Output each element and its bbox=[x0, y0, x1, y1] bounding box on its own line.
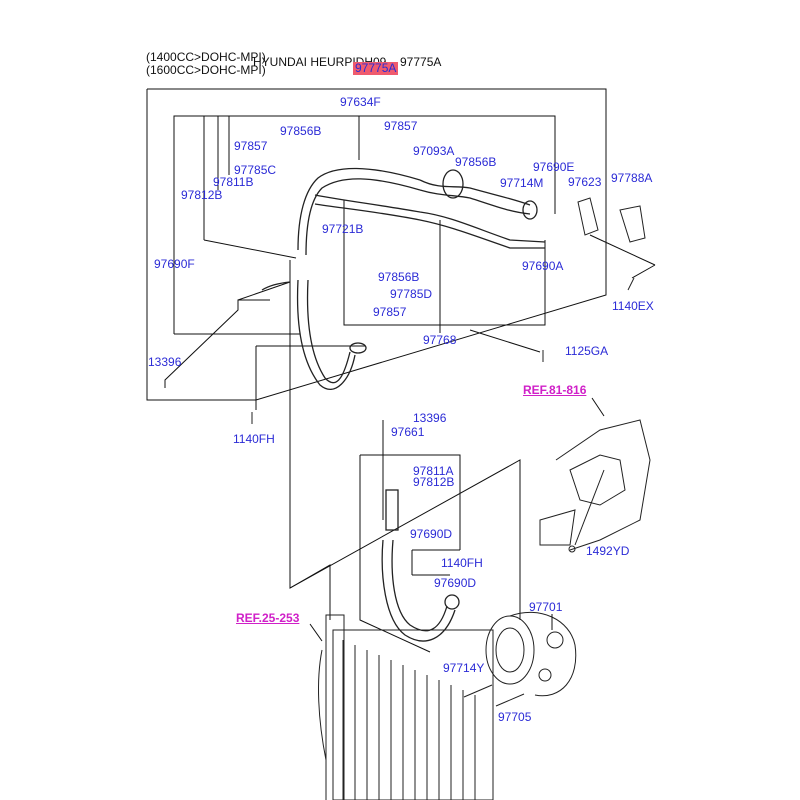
part-97785C[interactable]: 97785C bbox=[234, 163, 277, 177]
condenser bbox=[318, 614, 494, 800]
part-97768[interactable]: 97768 bbox=[423, 333, 457, 347]
assembly-code-highlight[interactable]: 97775A bbox=[353, 61, 399, 75]
part-1492YD[interactable]: 1492YD bbox=[586, 544, 630, 558]
part-97857-a[interactable]: 97857 bbox=[234, 139, 268, 153]
bolts bbox=[251, 277, 635, 707]
engine-spec-2: (1600CC>DOHC-MPI) bbox=[146, 63, 266, 77]
part-97788A[interactable]: 97788A bbox=[611, 171, 653, 185]
part-97856B-a[interactable]: 97856B bbox=[280, 124, 322, 138]
part-97811A[interactable]: 97811A bbox=[413, 464, 454, 478]
part-97701[interactable]: 97701 bbox=[529, 600, 563, 614]
part-97714Y[interactable]: 97714Y bbox=[443, 661, 485, 675]
part-97634F[interactable]: 97634F bbox=[340, 95, 381, 109]
part-13396-b[interactable]: 13396 bbox=[413, 411, 447, 425]
ref-81-816-link[interactable]: REF.81-816 bbox=[523, 383, 587, 397]
part-1125GA[interactable]: 1125GA bbox=[565, 344, 609, 358]
compressor bbox=[485, 611, 577, 697]
part-97690E[interactable]: 97690E bbox=[533, 160, 575, 174]
part-97812B[interactable]: 97812B bbox=[181, 188, 223, 202]
part-97785D[interactable]: 97785D bbox=[390, 287, 433, 301]
leader-97634F bbox=[173, 115, 556, 334]
part-97690D-a[interactable]: 97690D bbox=[410, 527, 453, 541]
part-97811B[interactable]: 97811B bbox=[213, 175, 254, 189]
upper-hoses bbox=[261, 167, 546, 390]
part-1140FH-a[interactable]: 1140FH bbox=[233, 432, 275, 446]
part-97856B-b[interactable]: 97856B bbox=[455, 155, 497, 169]
part-97857-c[interactable]: 97857 bbox=[373, 305, 407, 319]
part-97690D-b[interactable]: 97690D bbox=[434, 576, 477, 590]
part-97857-b[interactable]: 97857 bbox=[384, 119, 418, 133]
brackets bbox=[577, 197, 646, 243]
part-97812B-b[interactable]: 97812B bbox=[413, 475, 455, 489]
engine-spec-1: (1400CC>DOHC-MPI) bbox=[146, 50, 266, 64]
part-97714M[interactable]: 97714M bbox=[500, 176, 544, 190]
part-97623[interactable]: 97623 bbox=[568, 175, 602, 189]
leader-97768 bbox=[343, 200, 546, 326]
part-97093A[interactable]: 97093A bbox=[413, 144, 455, 158]
assembly-frame bbox=[146, 88, 607, 401]
part-97705[interactable]: 97705 bbox=[498, 710, 532, 724]
part-97690F[interactable]: 97690F bbox=[154, 257, 195, 271]
part-1140FH-b[interactable]: 1140FH bbox=[441, 556, 483, 570]
part-97690A[interactable]: 97690A bbox=[522, 259, 564, 273]
engine-bay-sketch bbox=[539, 419, 651, 553]
part-97856B-c[interactable]: 97856B bbox=[378, 270, 420, 284]
ref-25-253-link[interactable]: REF.25-253 bbox=[236, 611, 300, 625]
part-97661[interactable]: 97661 bbox=[391, 425, 425, 439]
part-97721B[interactable]: 97721B bbox=[322, 222, 364, 236]
leader-97661 bbox=[359, 455, 431, 653]
lower-hose bbox=[381, 489, 460, 642]
part-13396-a[interactable]: 13396 bbox=[148, 355, 182, 369]
part-1140EX[interactable]: 1140EX bbox=[612, 299, 654, 313]
assembly-code: 97775A bbox=[400, 55, 442, 69]
